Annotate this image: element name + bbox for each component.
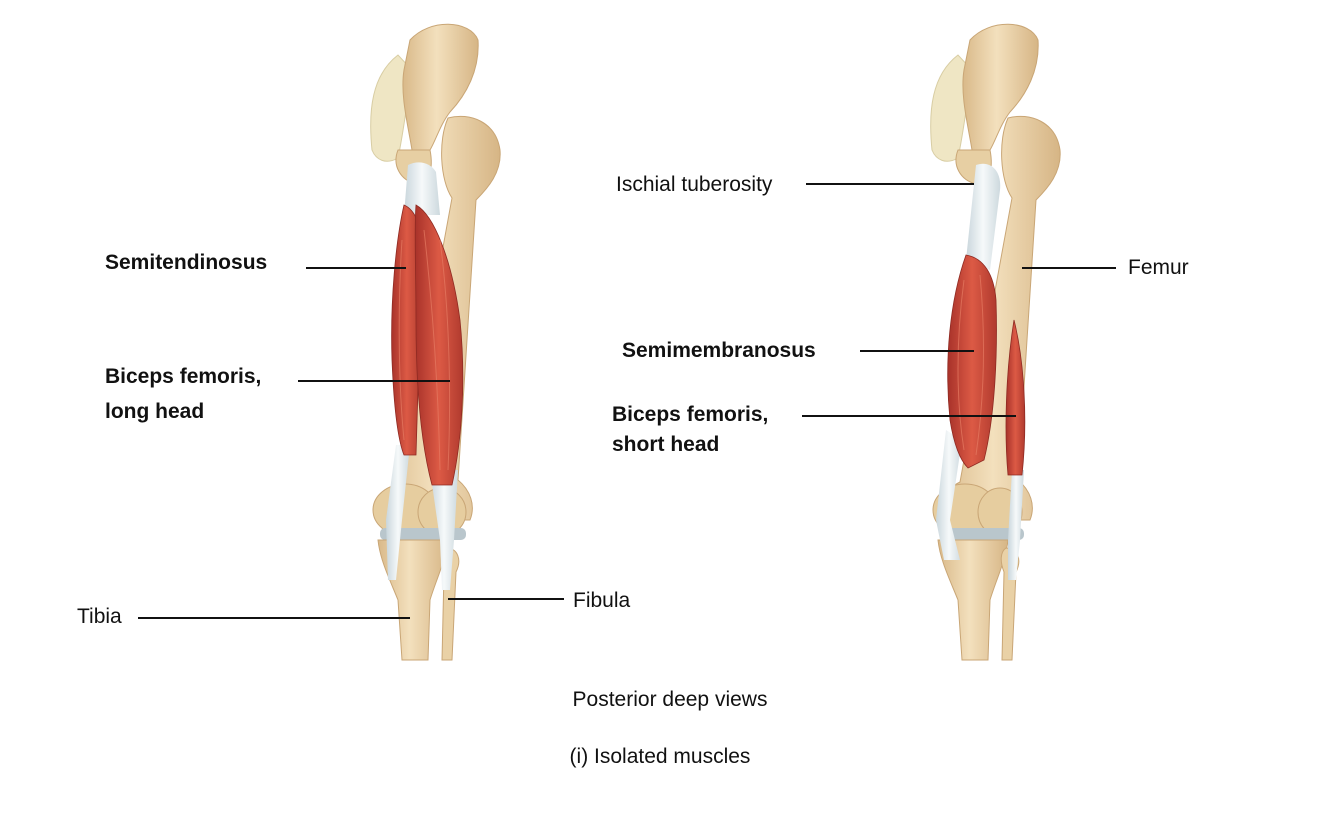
label-biceps-long-head-line2: long head — [105, 400, 205, 423]
leader-femur — [1022, 267, 1116, 269]
right-biceps-short-head-muscle — [1005, 319, 1026, 476]
right-femur — [937, 115, 1061, 521]
leader-semitendinosus — [306, 267, 406, 269]
caption-panel: (i) Isolated muscles — [569, 745, 751, 768]
leader-semimembranosus — [860, 350, 974, 352]
left-distal-tendon-lateral — [430, 470, 458, 590]
label-semitendinosus: Semitendinosus — [105, 251, 268, 274]
leader-fibula — [448, 598, 564, 600]
right-semimembranosus-muscle — [947, 254, 997, 469]
leader-ischial-tuberosity — [806, 183, 974, 185]
leader-tibia — [138, 617, 410, 619]
left-biceps-long-head-muscle — [414, 204, 464, 486]
leader-biceps-short-head — [802, 415, 1016, 417]
label-fibula: Fibula — [573, 589, 631, 612]
right-limb — [930, 23, 1061, 661]
left-limb — [370, 23, 501, 661]
right-semimembranosus-tendon — [966, 163, 1001, 270]
right-distal-tendon — [936, 430, 962, 560]
label-femur: Femur — [1128, 256, 1189, 279]
left-distal-tendon-medial — [386, 445, 410, 580]
right-hip-bone — [962, 23, 1039, 151]
leader-biceps-long-head — [298, 380, 450, 382]
label-ischial-tuberosity: Ischial tuberosity — [616, 173, 773, 196]
label-biceps-long-head-line1: Biceps femoris, — [105, 365, 262, 388]
label-semimembranosus: Semimembranosus — [622, 339, 816, 362]
label-tibia: Tibia — [77, 605, 122, 628]
label-biceps-short-head-line1: Biceps femoris, — [612, 403, 769, 426]
left-hip-bone — [402, 23, 479, 151]
label-biceps-short-head-line2: short head — [612, 433, 720, 456]
left-proximal-tendon — [404, 162, 440, 215]
caption-view: Posterior deep views — [572, 688, 768, 711]
